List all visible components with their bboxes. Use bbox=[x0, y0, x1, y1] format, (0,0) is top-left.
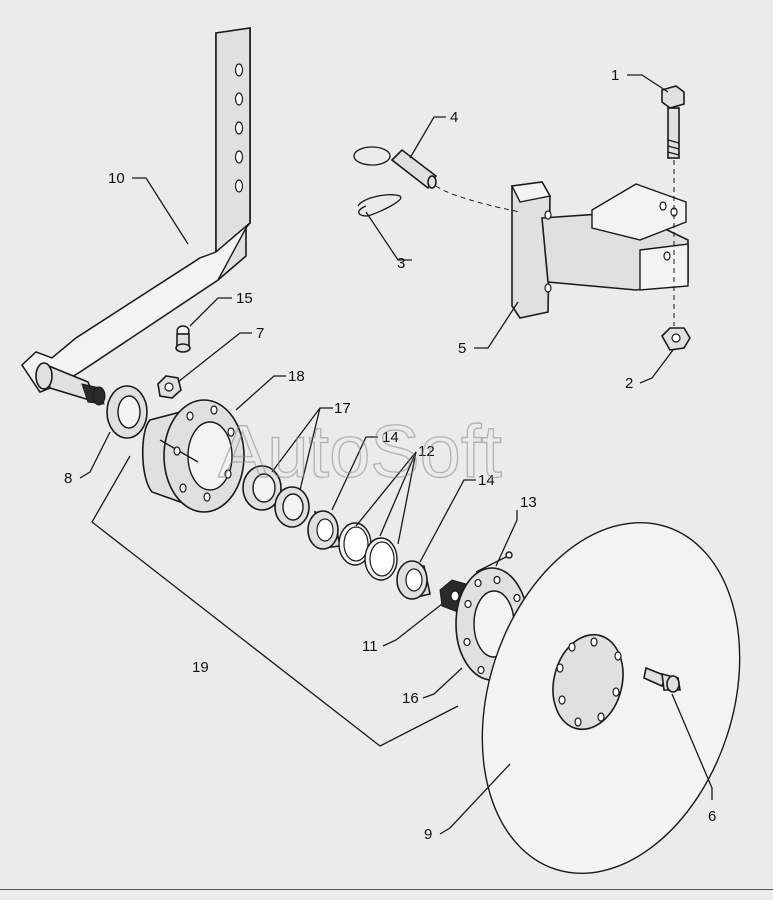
callout-14-a: 14 bbox=[382, 429, 399, 446]
disc-blade-part bbox=[481, 522, 741, 874]
disc-bolt-part bbox=[643, 666, 681, 693]
callout-16: 16 bbox=[402, 690, 419, 707]
race-ring-pair-part bbox=[338, 522, 398, 581]
callout-10: 10 bbox=[108, 170, 125, 187]
hub-part bbox=[141, 399, 245, 513]
callout-5: 5 bbox=[458, 340, 466, 357]
cotter-pin-part bbox=[475, 551, 513, 573]
callout-11: 11 bbox=[362, 638, 378, 655]
callout-19: 19 bbox=[192, 659, 209, 676]
bolt-part bbox=[661, 85, 685, 159]
bottom-rule bbox=[0, 889, 773, 890]
callout-1: 1 bbox=[611, 67, 619, 84]
mounting-bracket-part bbox=[510, 181, 689, 319]
callout-6: 6 bbox=[708, 808, 716, 825]
lock-nut-part bbox=[661, 327, 691, 351]
callout-15: 15 bbox=[236, 290, 253, 307]
arm-part bbox=[20, 27, 251, 406]
watermark-text: AutoSoft bbox=[218, 410, 502, 493]
hitch-pin-part bbox=[353, 146, 438, 190]
callout-3: 3 bbox=[397, 255, 405, 272]
callout-8: 8 bbox=[64, 470, 72, 487]
callout-2: 2 bbox=[625, 375, 633, 392]
assembly-guide-lines bbox=[435, 160, 675, 326]
callout-4: 4 bbox=[450, 109, 458, 126]
nut-part bbox=[157, 375, 182, 399]
callout-7: 7 bbox=[256, 325, 264, 342]
callout-17: 17 bbox=[334, 400, 351, 417]
leader-lines bbox=[79, 74, 713, 835]
seal-ring-part bbox=[106, 385, 148, 439]
callout-13: 13 bbox=[520, 494, 537, 511]
callout-labels: 1 2 3 4 5 6 7 8 9 10 11 12 13 14 14 15 1… bbox=[64, 67, 716, 843]
callout-14-b: 14 bbox=[478, 472, 495, 489]
spring-clip-part bbox=[357, 194, 402, 217]
inner-bearing-part bbox=[307, 510, 341, 550]
seal-pair-part bbox=[242, 465, 310, 528]
callout-12: 12 bbox=[418, 443, 435, 460]
callout-18: 18 bbox=[288, 368, 305, 385]
callout-9: 9 bbox=[424, 826, 432, 843]
grease-nipple-part bbox=[175, 325, 191, 353]
outer-bearing-part bbox=[396, 560, 431, 600]
